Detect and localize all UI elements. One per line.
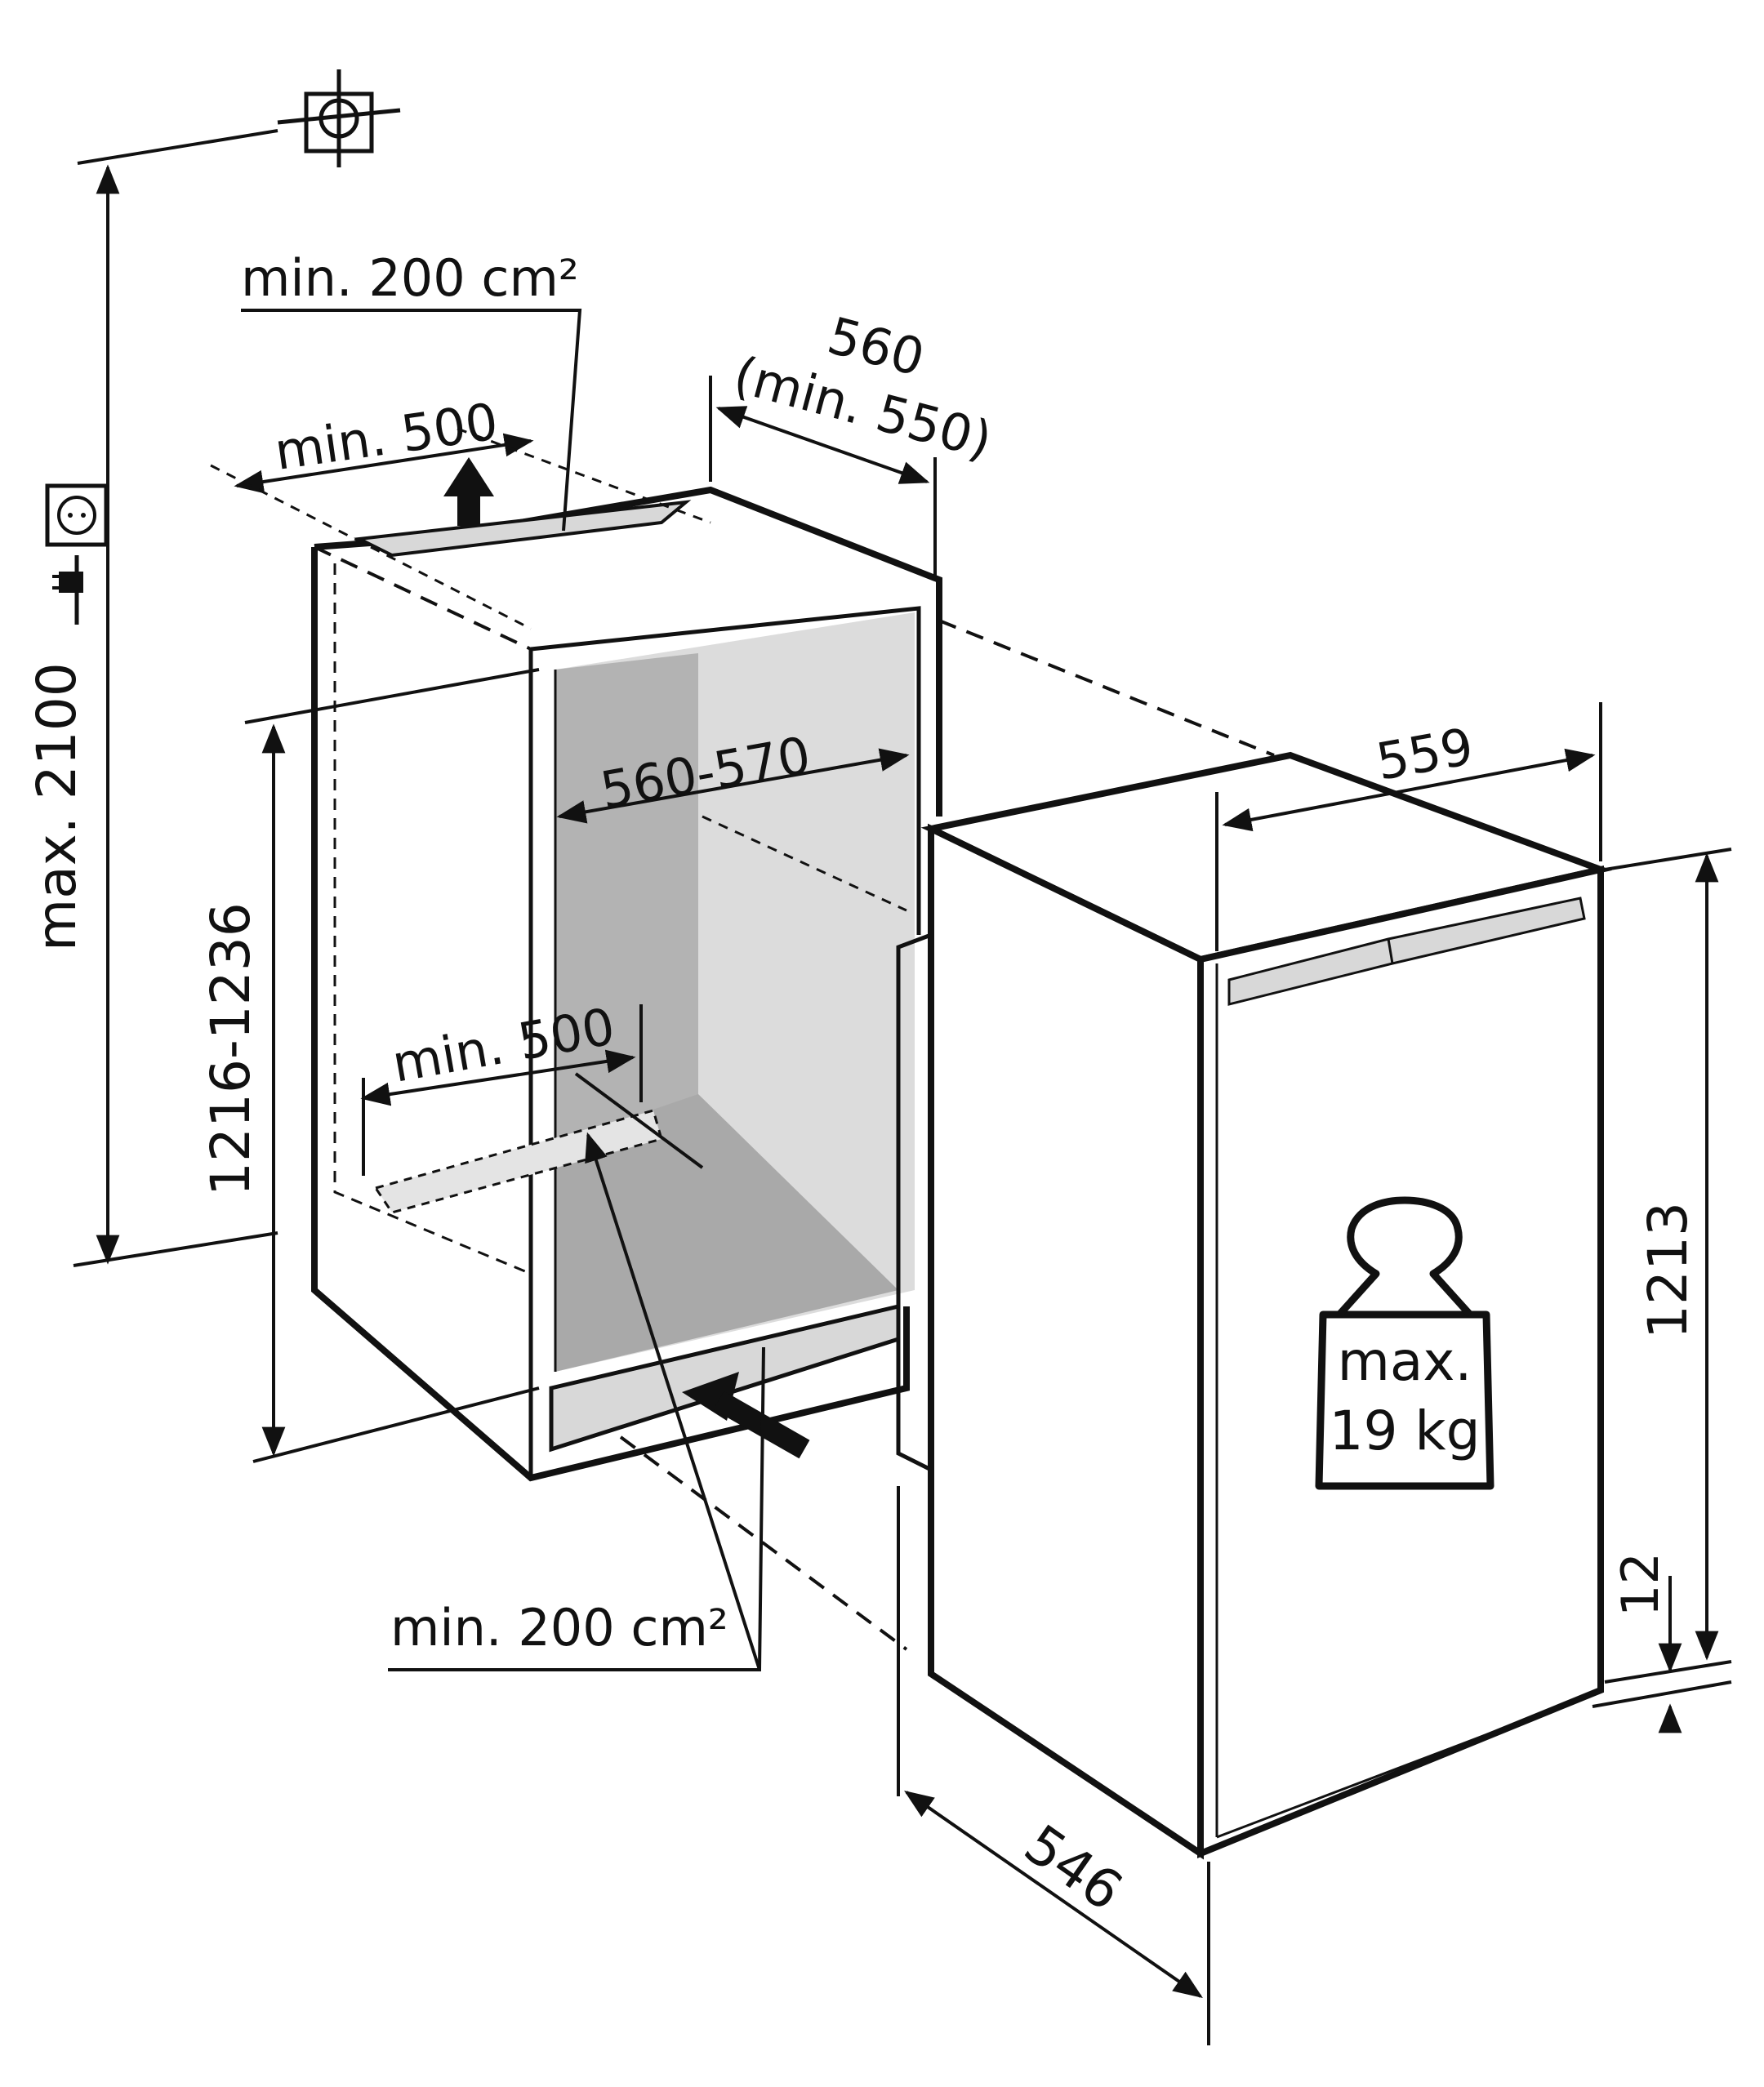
arrow-up-icon bbox=[443, 457, 494, 526]
power-plug-icon bbox=[52, 555, 83, 625]
plinth-offset-label: 12 bbox=[1610, 1552, 1670, 1617]
dimension-lines bbox=[73, 129, 1732, 2045]
max-niche-height-label: max. 2100 bbox=[25, 662, 88, 951]
top-vent-opening bbox=[354, 500, 692, 558]
appliance bbox=[896, 751, 1613, 1860]
top-vent-area-label: min. 200 cm² bbox=[241, 248, 579, 308]
water-connection-icon bbox=[277, 69, 401, 167]
niche-left-wall bbox=[555, 653, 698, 1143]
door-load-line2: 19 kg bbox=[1329, 1399, 1480, 1462]
weight-icon bbox=[1315, 1196, 1494, 1490]
door-load-line1: max. bbox=[1338, 1330, 1472, 1393]
bottom-vent-area-label: min. 200 cm² bbox=[390, 1598, 728, 1658]
appliance-height-label: 1213 bbox=[1637, 1202, 1699, 1339]
wall-outlet-icon bbox=[45, 483, 109, 547]
niche-height-label: 1216-1236 bbox=[199, 902, 262, 1196]
